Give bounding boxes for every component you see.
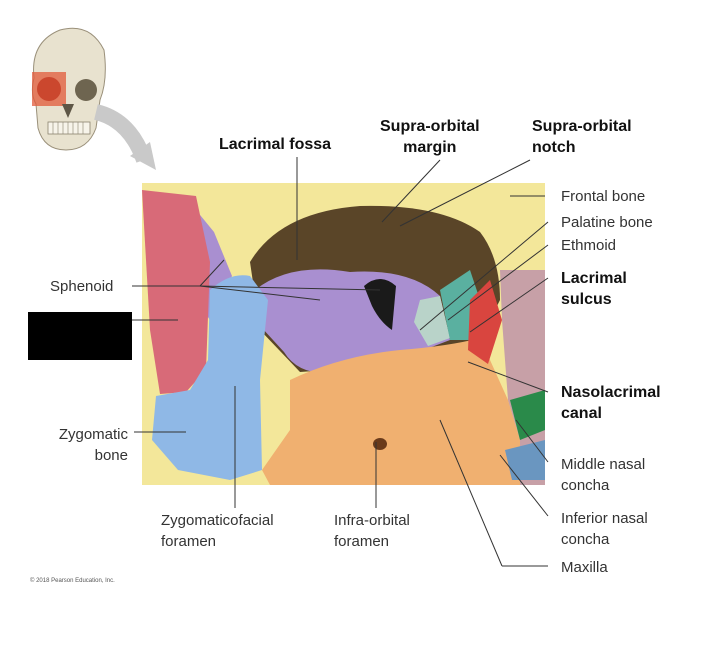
label-maxilla: Maxilla [561, 559, 608, 576]
label-zygomatic-bone: Zygomatic bone [58, 426, 128, 464]
copyright-text: © 2018 Pearson Education, Inc. [30, 578, 115, 584]
label-inferior-nasal-concha: Inferior nasal concha [561, 510, 648, 548]
label-infra-orbital-foramen: Infra-orbital foramen [334, 512, 410, 550]
label-sphenoid: Sphenoid [50, 278, 114, 295]
skull-thumbnail [31, 27, 106, 151]
sphenoid-region [255, 269, 450, 374]
redacted-label-box [28, 312, 132, 360]
label-zygomaticofacial-foramen: Zygomaticofacial foramen [161, 512, 274, 550]
label-supra-orbital-notch: Supra-orbital notch [532, 118, 632, 156]
maxilla-region [262, 338, 520, 485]
label-lacrimal-sulcus: Lacrimal sulcus [561, 270, 627, 308]
palatine-region [414, 296, 450, 346]
label-nasolacrimal-canal: Nasolacrimal canal [561, 384, 661, 422]
zygomatic-region [152, 275, 268, 480]
label-ethmoid: Ethmoid [561, 237, 617, 254]
red-region [142, 190, 210, 394]
label-middle-nasal-concha: Middle nasal concha [561, 456, 646, 494]
label-supra-orbital-margin: Supra-orbital margin [380, 118, 480, 156]
label-palatine-bone: Palatine bone [561, 214, 653, 231]
label-lacrimal-fossa: Lacrimal fossa [219, 136, 332, 153]
label-frontal-bone: Frontal bone [561, 188, 646, 205]
leader-lines [132, 157, 549, 567]
